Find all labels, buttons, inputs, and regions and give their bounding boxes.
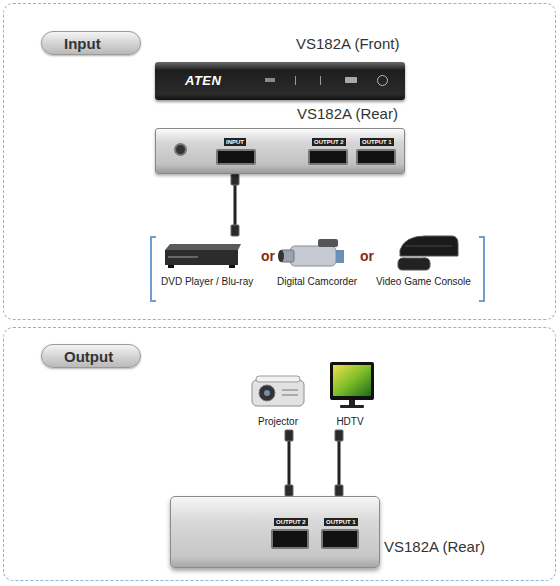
bracket [150, 236, 156, 302]
device-box: VS182A (Rear)INPUTOUTPUT 2OUTPUT 1 [155, 128, 405, 174]
projector-vent [282, 394, 298, 396]
device-label: Projector [248, 416, 308, 427]
cable-plug [231, 174, 239, 185]
indicator [295, 76, 296, 85]
or-word: or [360, 248, 374, 264]
indicator [265, 78, 275, 82]
power-jack [174, 143, 187, 156]
port-label: INPUT [224, 138, 246, 146]
projector [252, 380, 304, 406]
camcorder-screen [336, 250, 344, 263]
power-button [377, 75, 388, 86]
brand-logo: ATEN [185, 73, 221, 88]
port-label: OUTPUT 2 [312, 138, 346, 146]
device-label: DVD Player / Blu-ray [161, 276, 253, 287]
projector-lens [259, 385, 275, 401]
projector-top [256, 376, 300, 382]
or-word: or [261, 248, 275, 264]
camcorder-viewfinder [318, 239, 338, 247]
dvd-player [165, 244, 241, 250]
bracket [479, 236, 485, 302]
dvd-foot [229, 265, 235, 268]
button [345, 77, 357, 83]
hdtv-stand [340, 405, 364, 408]
hdtv-stand [349, 400, 355, 405]
hdmi-port [321, 529, 359, 549]
section-panel: InputVS182A (Front)ATENVS182A (Rear)INPU… [3, 3, 556, 320]
game-console [400, 236, 458, 256]
device-group: HDTV [322, 362, 378, 430]
hdmi-port [216, 149, 256, 165]
device-caption: VS182A (Rear) [297, 105, 398, 122]
device-label: HDTV [322, 416, 378, 427]
hdmi-port [356, 149, 396, 165]
indicator [320, 76, 321, 85]
game-controller [398, 258, 430, 270]
device-box: VS182A (Front)ATEN [155, 62, 405, 100]
cable-plug [285, 430, 293, 441]
projector-lens [264, 390, 270, 396]
dvd-tray [168, 256, 198, 258]
hdmi-port [308, 149, 348, 165]
camcorder-lens [278, 250, 284, 262]
section-panel: OutputProjector HDTV VS182A (Rear) OUTPUT 2… [3, 327, 556, 581]
device-box: VS182A (Rear)OUTPUT 2OUTPUT 1 [170, 496, 380, 568]
device-label: Digital Camcorder [277, 276, 357, 287]
hdtv-screen [333, 365, 371, 396]
hdmi-port [271, 529, 309, 549]
device-caption: VS182A (Rear) [384, 538, 485, 555]
device-caption: VS182A (Front) [296, 35, 399, 52]
section-heading: Output [41, 344, 141, 368]
camcorder [290, 246, 336, 266]
port-label: OUTPUT 2 [274, 518, 308, 526]
device-group: Projector [248, 368, 308, 430]
device-group: DVD Player / Blu-ray orDigital Camcorder o… [150, 236, 485, 302]
port-label: OUTPUT 1 [324, 518, 358, 526]
cable-plug [335, 485, 343, 496]
dvd-player [165, 250, 238, 265]
device-label: Video Game Console [376, 276, 471, 287]
port-label: OUTPUT 1 [360, 138, 394, 146]
section-heading: Input [41, 31, 141, 55]
cable-plug [335, 430, 343, 441]
hdtv [330, 362, 374, 400]
cable-plug [231, 225, 239, 236]
projector-vent [282, 389, 298, 391]
dvd-foot [168, 265, 174, 268]
game-console-slot [405, 246, 452, 247]
cable-plug [285, 485, 293, 496]
